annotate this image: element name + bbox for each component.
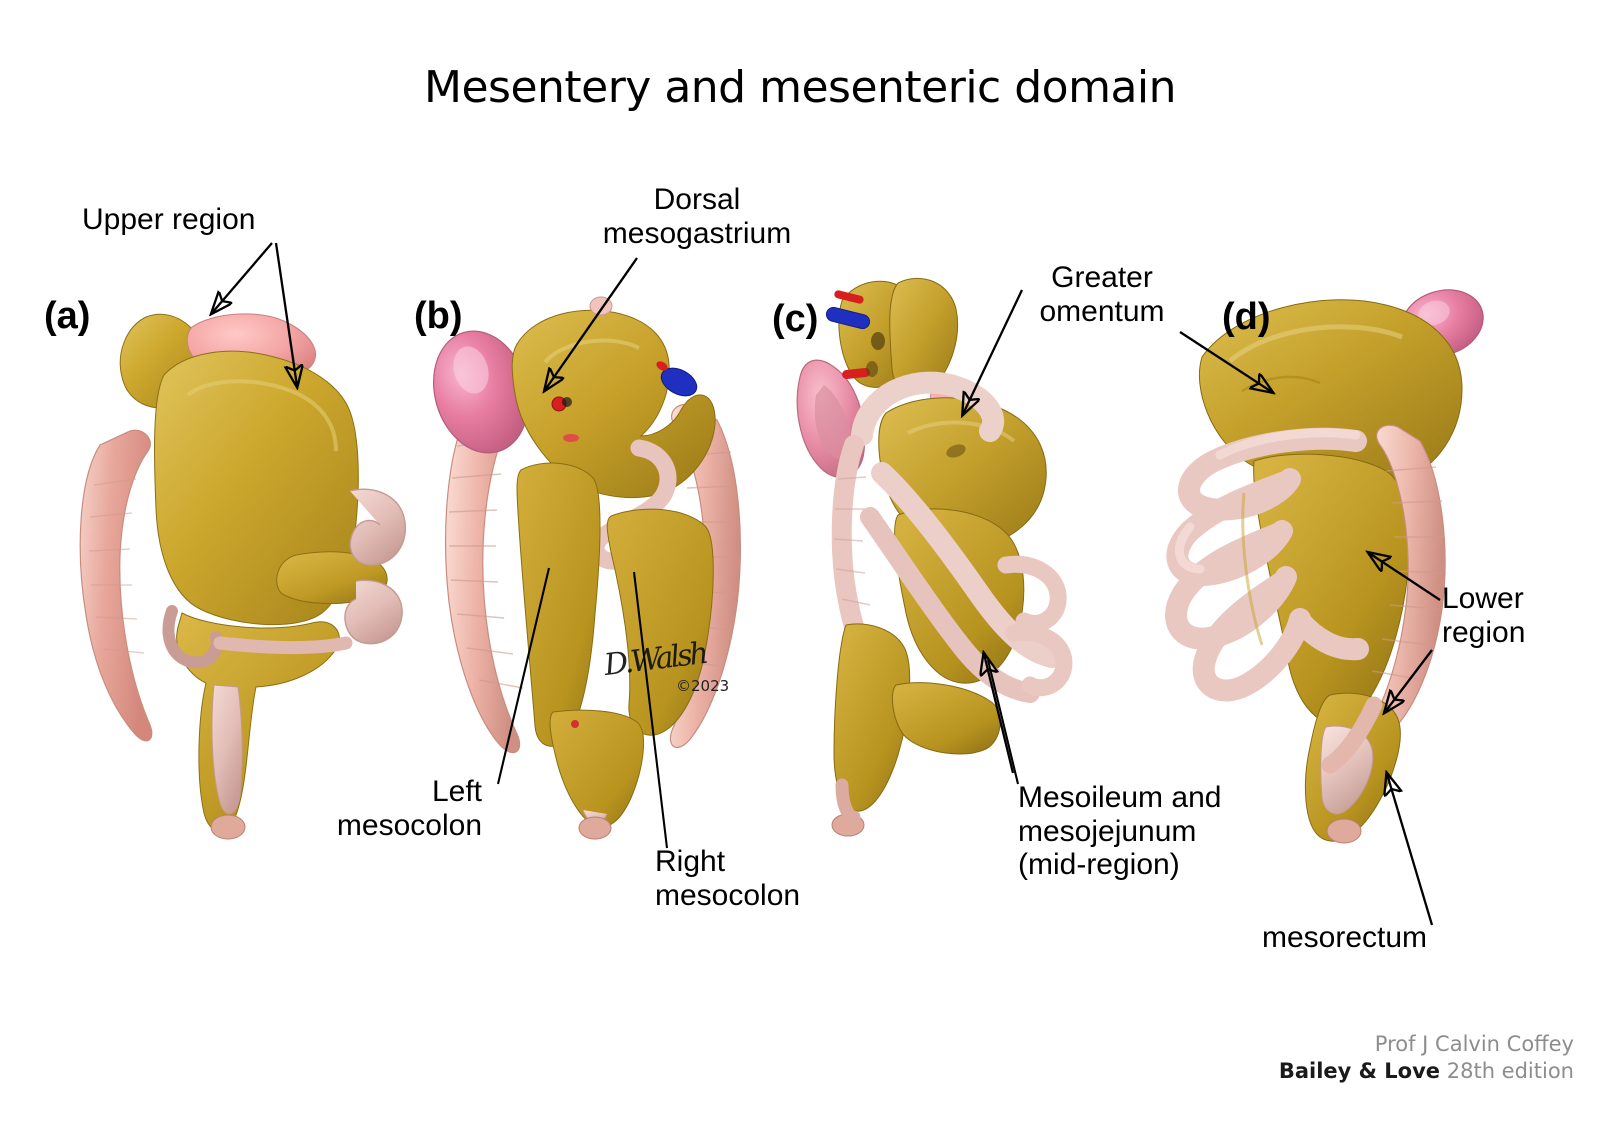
panel-tag-a: (a) xyxy=(44,295,91,337)
lower-mesentery-c xyxy=(833,623,911,812)
spleen-highlight-b xyxy=(453,346,489,394)
panel-tag-b: (b) xyxy=(414,295,463,337)
panel-d-artwork xyxy=(1130,265,1490,865)
label-upper-region: Upper region xyxy=(82,203,256,236)
rectum-c xyxy=(835,778,861,824)
stomach-lumen-c xyxy=(814,385,853,460)
vessel-lumen-b xyxy=(562,397,572,407)
vessel-red-upper-b xyxy=(656,361,668,371)
label-left-mesocolon: Left mesocolon xyxy=(336,775,482,842)
panel-c-artwork xyxy=(790,265,1120,865)
label-lower-region: Lower region xyxy=(1442,582,1526,649)
label-greater-omentum: Greater omentum xyxy=(1039,261,1165,328)
sigmoid-colon-d xyxy=(1321,696,1383,774)
left-mesocolon-b xyxy=(516,462,601,747)
transverse-limb-a xyxy=(213,636,353,655)
credit-edition: 28th edition xyxy=(1446,1058,1574,1083)
mesorectum-b xyxy=(549,709,645,828)
copyright-mark: ©2023 xyxy=(676,677,730,695)
vessel-red-upper-c xyxy=(834,290,864,304)
foramen-c xyxy=(871,332,885,350)
panel-tag-d: (d) xyxy=(1222,296,1271,338)
lower-mesentery-shelf-c xyxy=(891,682,1001,755)
small-bowel-loop4-c xyxy=(1005,623,1073,697)
vessel-blue-c xyxy=(825,306,871,330)
omental-fenestration-c xyxy=(946,444,966,458)
label-mesorectum: mesorectum xyxy=(1262,921,1428,954)
label-dorsal-mesogastrium: Dorsal mesogastrium xyxy=(602,183,792,250)
spleen-highlight-d xyxy=(1418,300,1450,326)
right-colon-loop2-a xyxy=(344,579,403,645)
foramen2-c xyxy=(866,361,878,377)
panel-a-artwork xyxy=(60,255,420,855)
mesentery-illustration-c xyxy=(796,277,1073,837)
vessel-blue-b xyxy=(660,367,698,397)
vessel-red-rectal-b xyxy=(571,720,579,728)
anal-canal-b xyxy=(578,816,612,840)
small-bowel-coils-d xyxy=(1165,427,1369,702)
anal-canal-a xyxy=(210,814,246,840)
page-title: Mesentery and mesenteric domain xyxy=(423,62,1177,113)
duodenum-stub-b xyxy=(589,296,613,316)
vessel-red-lower-b xyxy=(563,434,579,442)
mesentery-illustration-b xyxy=(432,296,741,840)
small-bowel-loop1-c xyxy=(871,462,1063,668)
right-colon-loop-a xyxy=(349,488,406,566)
credit-block: Prof J Calvin Coffey Bailey & Love 28th … xyxy=(1279,1031,1574,1085)
label-mesoileum-mesojejunum: Mesoileum and mesojejunum (mid-region) xyxy=(1018,781,1222,882)
small-bowel-loop3-c xyxy=(997,555,1067,632)
credit-author: Prof J Calvin Coffey xyxy=(1374,1032,1574,1056)
mesentery-illustration-a xyxy=(79,313,406,840)
panel-b-artwork xyxy=(425,270,765,860)
panel-tag-c: (c) xyxy=(772,298,819,340)
mesentery-illustration-d xyxy=(1165,289,1484,844)
anal-canal-d xyxy=(1326,818,1362,844)
vessel-red-lower-c xyxy=(842,368,871,379)
credit-source: Bailey & Love 28th edition xyxy=(1279,1058,1574,1085)
credit-book-title: Bailey & Love xyxy=(1278,1058,1441,1083)
rectum-a xyxy=(211,684,243,815)
sigmoid-colon-a xyxy=(162,605,223,669)
label-right-mesocolon: Right mesocolon xyxy=(655,845,801,912)
